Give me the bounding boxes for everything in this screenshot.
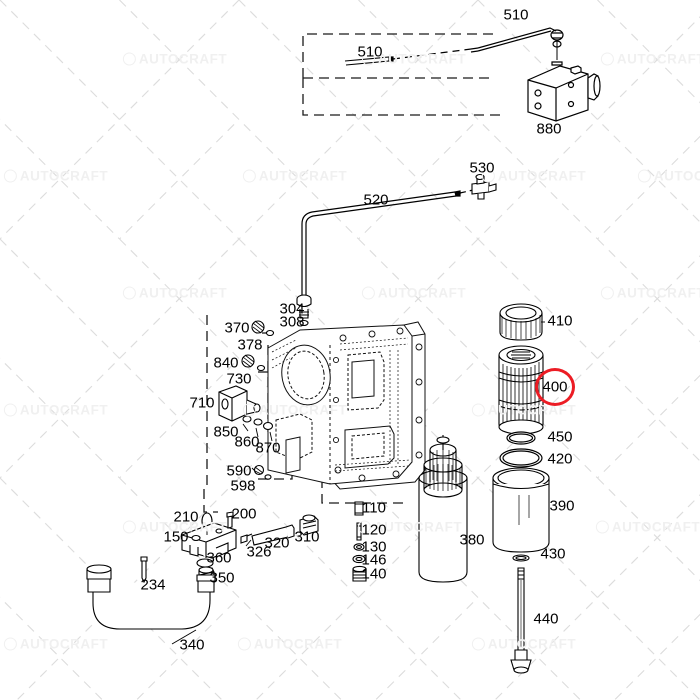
- callout-870: 870: [255, 439, 281, 457]
- callout-390: 390: [549, 497, 575, 515]
- o-rings-450-420: [499, 431, 543, 468]
- callout-378: 378: [237, 336, 263, 354]
- callout-304: 304: [279, 300, 305, 318]
- parts-304-308: [296, 294, 312, 327]
- leader-lines-left: [242, 423, 273, 472]
- highlight-label-400: 400: [542, 378, 568, 396]
- callout-146: 146: [361, 551, 387, 569]
- callout-380: 380: [459, 531, 485, 549]
- callout-340: 340: [179, 636, 205, 654]
- callout-590: 590: [226, 462, 252, 480]
- callout-130: 130: [361, 538, 387, 556]
- callout-510b: 510: [503, 6, 529, 24]
- callout-210: 210: [173, 508, 199, 526]
- callout-420: 420: [547, 450, 573, 468]
- leader-lines-bottom: [171, 529, 252, 645]
- callout-234: 234: [140, 576, 166, 594]
- callout-440: 440: [533, 610, 559, 628]
- suction-pipe-assembly: [86, 511, 319, 630]
- callout-120: 120: [361, 521, 387, 539]
- pipe-510-assembly: [344, 27, 564, 66]
- filter-element-400: [498, 345, 544, 435]
- callout-370: 370: [224, 319, 250, 337]
- callout-410: 410: [547, 312, 573, 330]
- callout-430: 430: [540, 545, 566, 563]
- callout-350: 350: [209, 569, 235, 587]
- callout-710: 710: [189, 394, 215, 412]
- callout-730: 730: [226, 370, 252, 388]
- valve-block-880: [527, 61, 601, 122]
- filter-cap-410: [499, 303, 543, 341]
- strainer-380: [418, 435, 468, 583]
- pipe-520: [301, 189, 474, 296]
- callout-320: 320: [264, 534, 290, 552]
- callout-510a: 510: [357, 43, 383, 61]
- callout-360: 360: [206, 549, 232, 567]
- callout-200: 200: [231, 505, 257, 523]
- callout-308: 308: [279, 313, 305, 331]
- callout-850: 850: [213, 423, 239, 441]
- small-parts-center-column: [352, 501, 367, 582]
- transmission-housing: [267, 321, 426, 490]
- callout-150: 150: [163, 528, 189, 546]
- callout-530: 530: [469, 159, 495, 177]
- callout-310: 310: [294, 528, 320, 546]
- center-bolt-440: [510, 567, 532, 674]
- small-parts-left-column: [218, 320, 275, 480]
- seal-430: [512, 554, 530, 562]
- filter-housing-390: [492, 467, 550, 553]
- callout-520: 520: [363, 191, 389, 209]
- callout-326: 326: [246, 543, 272, 561]
- callout-140: 140: [361, 565, 387, 583]
- callout-840: 840: [213, 354, 239, 372]
- callout-880: 880: [536, 120, 562, 138]
- highlight-circle-400: [535, 368, 575, 406]
- callout-598: 598: [230, 477, 256, 495]
- callout-110: 110: [362, 499, 386, 517]
- callout-450: 450: [547, 428, 573, 446]
- callout-860: 860: [234, 433, 260, 451]
